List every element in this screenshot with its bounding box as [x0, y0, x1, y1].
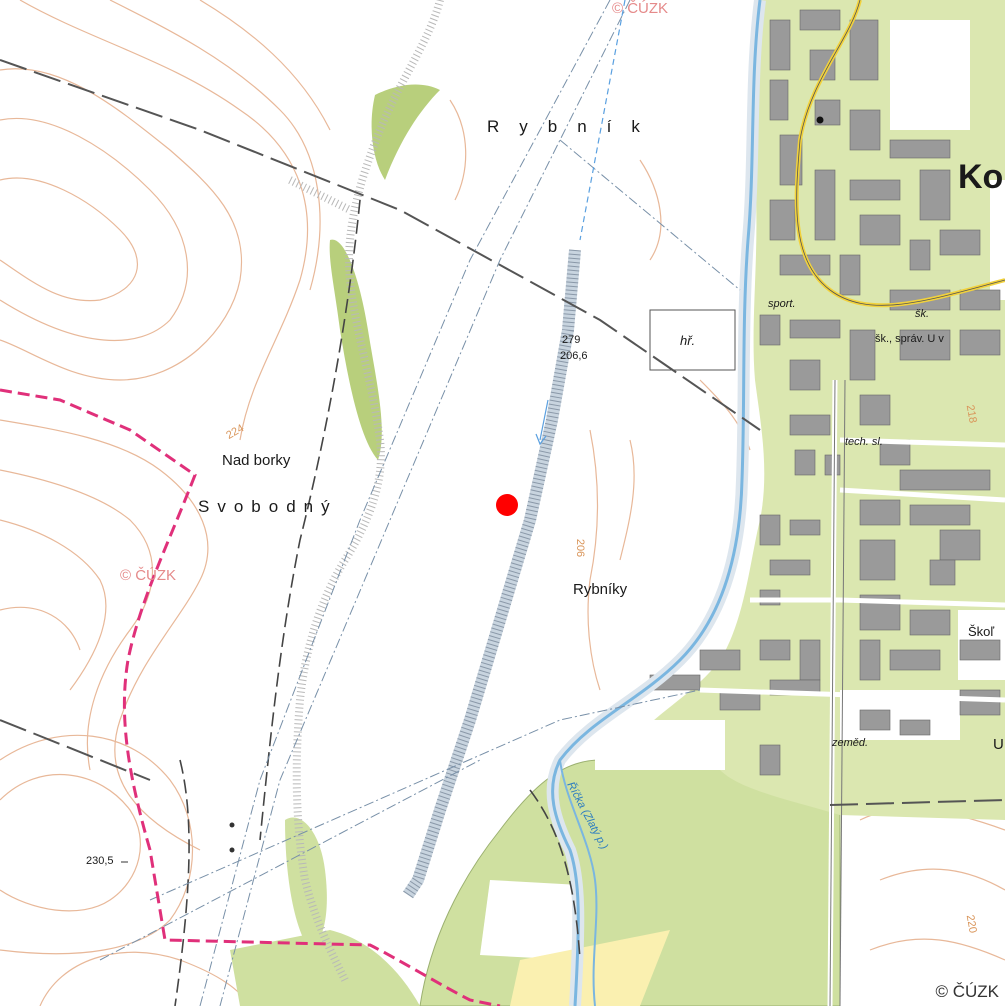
stream	[551, 0, 762, 1006]
power-line-south	[0, 719, 151, 781]
power-line-east	[829, 799, 1005, 806]
waterway-dashed	[579, 0, 626, 241]
spot-height-279: 279	[562, 334, 581, 346]
label-u-edge: U	[993, 736, 1004, 753]
playground-parcel	[649, 309, 736, 371]
forest-southwest	[230, 930, 420, 1006]
main-street-edge	[839, 379, 846, 1006]
label-rybnik: Rybník	[487, 117, 660, 136]
label-rybniky: Rybníky	[573, 581, 628, 598]
dam-embankment	[403, 249, 581, 899]
field-yellow	[510, 930, 670, 1006]
label-sport: sport.	[768, 298, 796, 310]
ridge-embankment-spur	[288, 176, 352, 214]
label-town: Ko	[958, 158, 1004, 196]
main-road-outline	[796, 0, 1005, 306]
copyright-corner: © ČÚZK	[935, 982, 999, 1001]
spot-height-230-5: 230,5	[86, 855, 114, 867]
point-symbol	[229, 822, 235, 828]
label-svobodny: Svobodný	[198, 497, 338, 516]
label-skoli: Škoľ	[968, 624, 995, 639]
label-school-admin: šk., správ. U v	[875, 333, 944, 345]
builtup-area	[620, 0, 1005, 820]
municipal-boundary	[0, 388, 501, 1006]
tracks	[174, 199, 581, 1006]
copyright-left: © ČÚZK	[120, 567, 177, 584]
copyright-top: © ČÚZK	[612, 0, 669, 17]
label-school: šk.	[915, 308, 930, 320]
power-line	[0, 59, 761, 431]
label-agricultural: zeměd.	[832, 737, 869, 749]
flow-arrow	[539, 399, 549, 441]
buildings	[649, 9, 1001, 776]
church-symbol	[816, 116, 824, 124]
contour-label-206: 206	[574, 538, 587, 558]
spot-height-206-6: 206,6	[560, 350, 588, 362]
label-nad-borky: Nad borky	[222, 452, 291, 469]
point-symbol	[229, 847, 235, 853]
ricka-stream	[559, 759, 598, 1006]
ridge-vegetation-middle	[329, 239, 382, 460]
parcel	[990, 180, 1005, 300]
label-tech-services: tech. sl.	[845, 436, 883, 448]
ridge-embankment	[292, 0, 444, 982]
cadastral-lines	[99, 0, 741, 1006]
parcel	[890, 20, 970, 130]
location-marker[interactable]	[496, 494, 518, 516]
parcel	[595, 720, 725, 770]
flow-arrowhead	[535, 433, 547, 446]
clearing	[480, 880, 580, 960]
label-playground: hř.	[680, 333, 696, 348]
main-street-edge	[829, 379, 836, 1006]
